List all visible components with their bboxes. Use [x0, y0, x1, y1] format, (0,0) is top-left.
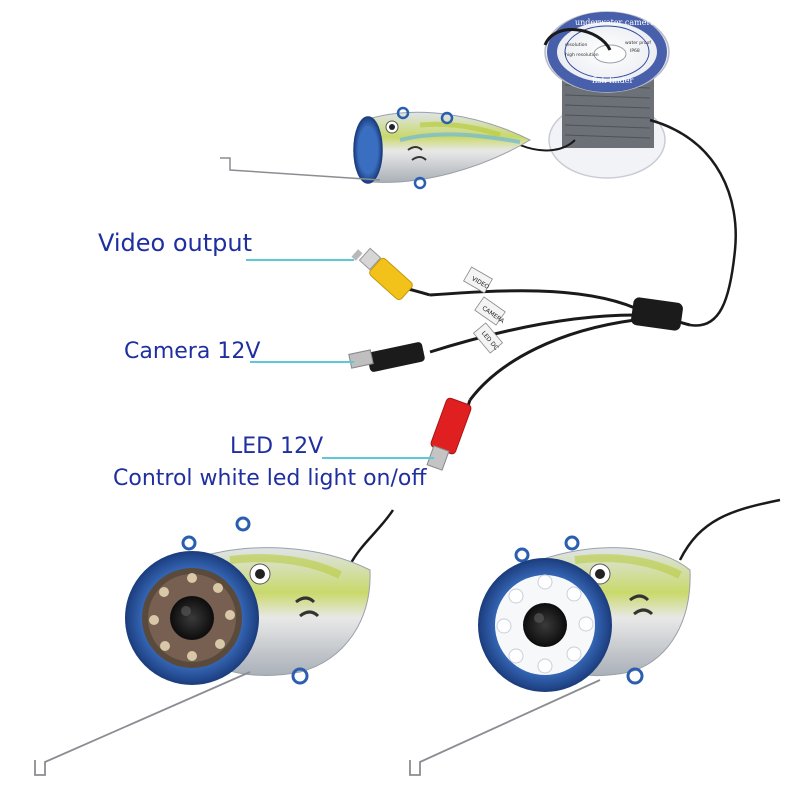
dc-camera-connector	[348, 342, 425, 372]
left-hook-wire	[34, 671, 251, 776]
spool-small-left: resolution	[565, 42, 587, 48]
spool-small-res: high resolution	[565, 52, 599, 58]
camera-top	[353, 106, 532, 190]
spool-top-text: underwater camera	[575, 18, 655, 27]
right-hook-wire	[409, 679, 601, 776]
callout-led-control: Control white led light on/off	[113, 466, 427, 491]
cable-harness	[429, 266, 691, 401]
rca-video-connector	[351, 247, 431, 301]
leader-line-led	[322, 457, 434, 459]
callout-video-output: Video output	[98, 229, 253, 257]
spool-small-right: water proof	[625, 40, 651, 46]
leader-line-camera	[250, 361, 354, 363]
main-cable	[649, 118, 737, 327]
camera-right-leds-on	[478, 498, 781, 692]
spool-small-ip: IP68	[630, 48, 640, 54]
dc-led-connector	[426, 397, 472, 471]
cable-spool	[543, 11, 670, 179]
callout-camera-12v: Camera 12V	[124, 339, 261, 364]
camera-left-leds-off	[125, 509, 395, 685]
top-hook-wire	[220, 157, 381, 181]
spool-bottom-text: fish finder	[592, 76, 633, 85]
leader-line-video	[246, 259, 354, 261]
callout-led-12v: LED 12V	[230, 434, 324, 459]
